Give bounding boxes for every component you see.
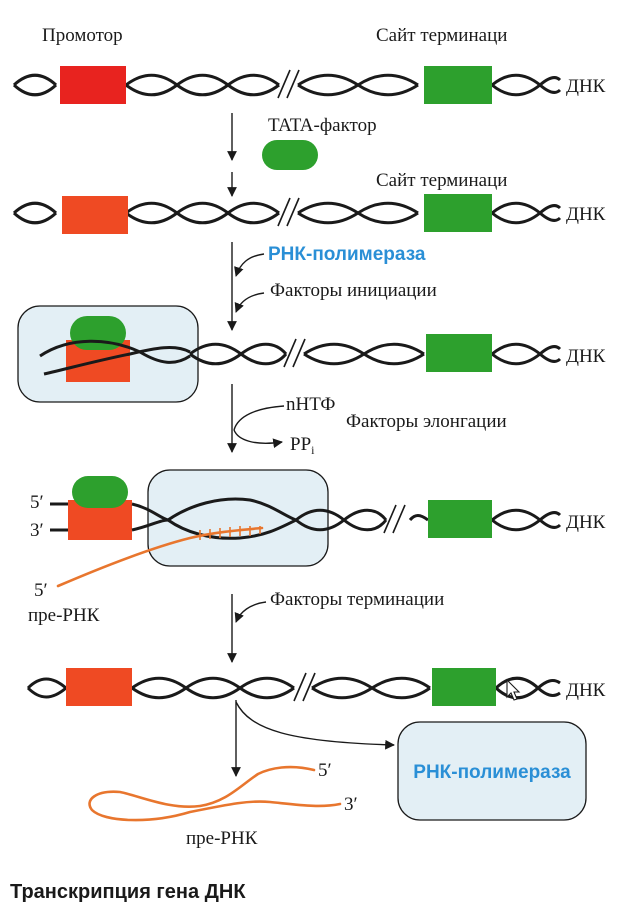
- termination-box-row-3: [426, 334, 492, 372]
- three-prime-label-row-6: 3′: [344, 794, 358, 815]
- dna-label-row-4: ДНК: [566, 512, 606, 533]
- five-prime-label-row-4: 5′: [30, 492, 44, 513]
- promoter-box-row-2: [62, 196, 128, 234]
- termination-box-row-4: [428, 500, 492, 538]
- termination-site-label-2: Сайт терминаци: [376, 170, 507, 191]
- arrow-ntp-in: [233, 405, 285, 431]
- ntp-label: nНТФ: [286, 394, 335, 415]
- arrow-polymerase-release: [235, 701, 395, 750]
- released-pre-rna-strand: [88, 765, 342, 822]
- factor-shape-row-4: [72, 476, 128, 508]
- termination-box-row-1: [424, 66, 492, 104]
- break-mark-row-5: [293, 672, 316, 702]
- termination-box-row-2: [424, 194, 492, 232]
- figure-caption: Транскрипция гена ДНК: [10, 881, 246, 903]
- dna-helix-row-4: [50, 497, 562, 540]
- polymerase-complex-row-4: [147, 469, 329, 567]
- arrow-rna-polymerase-in: [234, 253, 265, 277]
- arrow-ppi-out: [233, 429, 283, 449]
- arrow-initiation-factors-in: [234, 292, 265, 313]
- dna-helix-row-2: [12, 201, 562, 225]
- promoter-box-row-1: [60, 66, 126, 104]
- rna-polymerase-label-2: РНК-полимераза: [413, 762, 571, 783]
- tata-factor-shape: [262, 140, 318, 170]
- dna-label-row-2: ДНК: [566, 204, 606, 225]
- termination-site-label-1: Сайт терминаци: [376, 25, 507, 46]
- break-mark-row-4: [383, 504, 406, 534]
- dna-helix-row-1: [12, 73, 562, 97]
- break-mark-row-2: [277, 197, 300, 227]
- nascent-rna-row-4: [56, 526, 264, 588]
- rna-polymerase-label-1: РНК-полимераза: [268, 244, 426, 265]
- pre-rna-label-2: пре-РНК: [186, 828, 258, 849]
- tata-factor-label: TATA-фактор: [268, 115, 377, 136]
- promoter-label: Промотор: [42, 25, 123, 46]
- promoter-box-row-5: [66, 668, 132, 706]
- mouse-cursor-icon: [506, 678, 521, 701]
- elongation-factors-label: Факторы элонгации: [346, 411, 507, 432]
- break-mark-row-1: [277, 69, 300, 99]
- three-prime-label-row-4: 3′: [30, 520, 44, 541]
- initiation-factors-label: Факторы инициации: [270, 280, 437, 301]
- dna-helix-row-3: [39, 339, 562, 376]
- break-mark-row-3: [283, 338, 306, 368]
- released-polymerase-box: [397, 721, 587, 821]
- arrow-termination-factors-in: [234, 601, 267, 623]
- five-prime-label-row-6: 5′: [318, 760, 332, 781]
- ppi-label: PPi: [290, 434, 315, 457]
- dna-label-row-1: ДНК: [566, 76, 606, 97]
- termination-factors-label: Факторы терминации: [270, 589, 444, 610]
- five-prime-label-rna-row-4: 5′: [34, 580, 48, 601]
- termination-box-row-5: [432, 668, 496, 706]
- dna-label-row-5: ДНК: [566, 680, 606, 701]
- pre-rna-label-1: пре-РНК: [28, 605, 100, 626]
- dna-label-row-3: ДНК: [566, 346, 606, 367]
